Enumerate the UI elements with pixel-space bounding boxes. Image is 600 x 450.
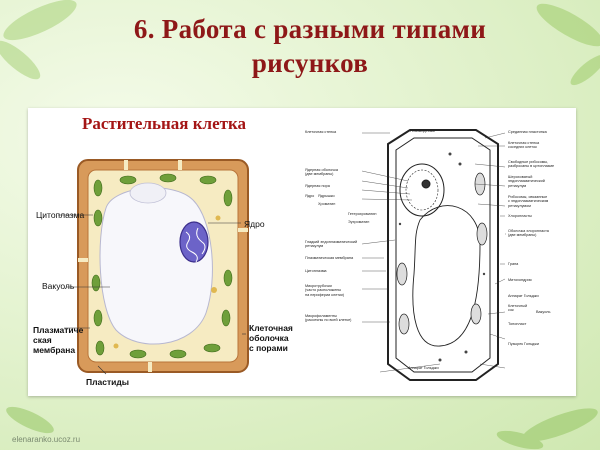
vacuole [99,187,213,345]
label-free-ribosomes: Свободные рибосомы, разбросаны в цитопла… [508,160,554,169]
label-microtubules-line-3: на периферии клетки) [305,292,344,297]
label-microtubules: Микротрубочки (часто расположены на пери… [305,284,344,297]
slide-title-line-1: 6. Работа с разными типами [133,14,487,44]
label-chromatin: Хроматин [318,202,336,206]
label-chloroplasts: Хлоропласты [508,214,532,218]
label-cell-wall-line-3: с порами [249,343,288,353]
slide-title: 6. Работа с разными типами рисунков [60,12,560,80]
label-plastids: Пластиды [86,377,130,387]
cell-wall-outer [387,129,499,381]
label-nucleolus: Ядрышко [318,194,335,198]
left-figure-pointers [58,214,246,375]
label-neighbor-wall-line-2: соседних клеток [508,145,537,150]
label-free-ribosomes-line-1: Свободные рибосомы, [508,160,549,164]
label-cell-sap-line-1: Клеточный [508,304,528,308]
label-euchromatin: Эухроматин [348,220,370,224]
chloroplasts-diagram [396,172,488,335]
label-nuclear-pore: Ядерная пора [305,184,330,188]
nucleus-inner [405,169,439,211]
label-bound-ribosomes-line-3: ретикулумом [508,203,531,208]
diagram-labels-left: Клеточная стенка [305,130,336,134]
left-figure-title: Растительная клетка [82,114,247,133]
nucleus [179,221,209,263]
label-free-ribosomes-line-2: разбросаны в цитоплазме [508,164,555,169]
label-grana: Грана [508,262,519,266]
plant-cell-colored-figure [58,159,249,375]
label-cell-sap: Клеточный сок [508,304,527,313]
label-plasma-membrane-diagram: Плазматическая мембрана [305,256,354,260]
label-chloroplast-envelope: Оболочка хлоропласта (две мембраны) [508,229,549,238]
plastids [91,173,233,359]
label-bound-ribosomes-line-1: Рибосомы, связанные [508,195,548,199]
label-microtubules-line-1: Микротрубочки [305,284,332,288]
label-cell-wall-diagram: Клеточная стенка [305,130,337,134]
label-cytoplasm-diagram: Цитоплазма [305,269,327,273]
chromatin [185,227,206,263]
vacuole-lobe [129,182,167,204]
label-vacuole-diagram: Вакуоль [536,310,551,314]
label-smooth-er-line-2: ретикулум [305,244,324,249]
label-golgi-bottom: Аппарат Гольджи [408,366,439,370]
label-heterochromatin: Гетерохроматин [348,212,377,216]
label-golgi-vesicle: Пузырек Гольджи [508,342,539,346]
label-tonoplast: Тонопласт [508,322,527,326]
label-nuclear-envelope-line-1: Ядерная оболочка [305,168,338,172]
slide-title-line-2: рисунков [251,48,369,78]
label-rough-er-line-1: Шероховатый [508,175,533,179]
label-smooth-er-line-1: Гладкий эндоплазматический [305,240,358,244]
mitochondria [113,215,221,349]
label-microfilaments-line-2: (рассеяны по всей клетке) [305,318,352,323]
label-microfilaments: Микрофиламенты (рассеяны по всей клетке) [305,314,351,323]
label-nucleus-diagram: Ядро [305,194,315,198]
label-plasmodesmata: Плазмодесмы [410,129,435,133]
label-cell-wall-line-1: Клеточная [249,323,293,333]
label-bound-ribosomes: Рибосомы, связанные с эндоплазматическим… [508,195,548,208]
label-neighbor-wall-line-1: Клеточная стенка [508,141,540,145]
label-cytoplasm: Цитоплазма [36,210,85,220]
label-plasma-membrane-line-3: мембрана [33,345,76,355]
label-plasma-membrane: Плазматиче ская мембрана [33,325,83,355]
leaf-decoration-top-left [0,0,77,80]
nucleolus [421,179,431,189]
small-organelles [398,152,486,362]
label-microfilaments-line-1: Микрофиламенты [305,314,338,318]
label-plasma-membrane-line-2: ская [33,335,52,345]
label-golgi-right: Аппарат Гольджи [508,294,539,298]
label-cell-sap-line-2: сок [508,308,514,313]
label-nucleus: Ядро [244,219,265,229]
label-rough-er-line-2: эндоплазматический [508,179,545,184]
label-nuclear-envelope-line-2: (две мембраны) [305,172,334,177]
label-bound-ribosomes-line-2: с эндоплазматическим [508,199,549,204]
right-figure-pointers [361,132,506,373]
label-rough-er-line-3: ретикулум [508,183,527,188]
label-vacuole: Вакуоль [42,281,75,291]
nucleus-outline [399,163,445,217]
label-cell-wall-line-2: оболочка [249,333,289,343]
label-neighbor-wall: Клеточная стенка соседних клеток [508,141,539,150]
label-plasma-membrane-line-1: Плазматиче [33,325,84,335]
label-middle-lamella: Срединная пластинка [508,130,547,134]
leaf-decoration-bottom [6,406,598,450]
label-smooth-er: Гладкий эндоплазматический ретикулум [305,240,357,249]
plant-cell-diagram [387,129,499,381]
cell-wall-inner [395,137,491,373]
label-rough-er: Шероховатый эндоплазматический ретикулум [508,175,545,188]
footer-source: elenaranko.ucoz.ru [12,435,81,444]
label-chloroplast-envelope-line-2: (две мембраны) [508,233,537,238]
label-nuclear-envelope: Ядерная оболочка (две мембраны) [305,168,338,177]
leaf-decoration-top-right [536,3,600,86]
cell-wall-pores [78,160,248,372]
label-chloroplast-envelope-line-1: Оболочка хлоропласта [508,229,549,233]
vacuole-outline [412,205,481,347]
label-mitochondrion: Митохондрия [508,278,532,282]
label-cell-wall: Клеточная оболочка с порами [249,323,293,353]
label-microtubules-line-2: (часто расположены [305,288,342,293]
